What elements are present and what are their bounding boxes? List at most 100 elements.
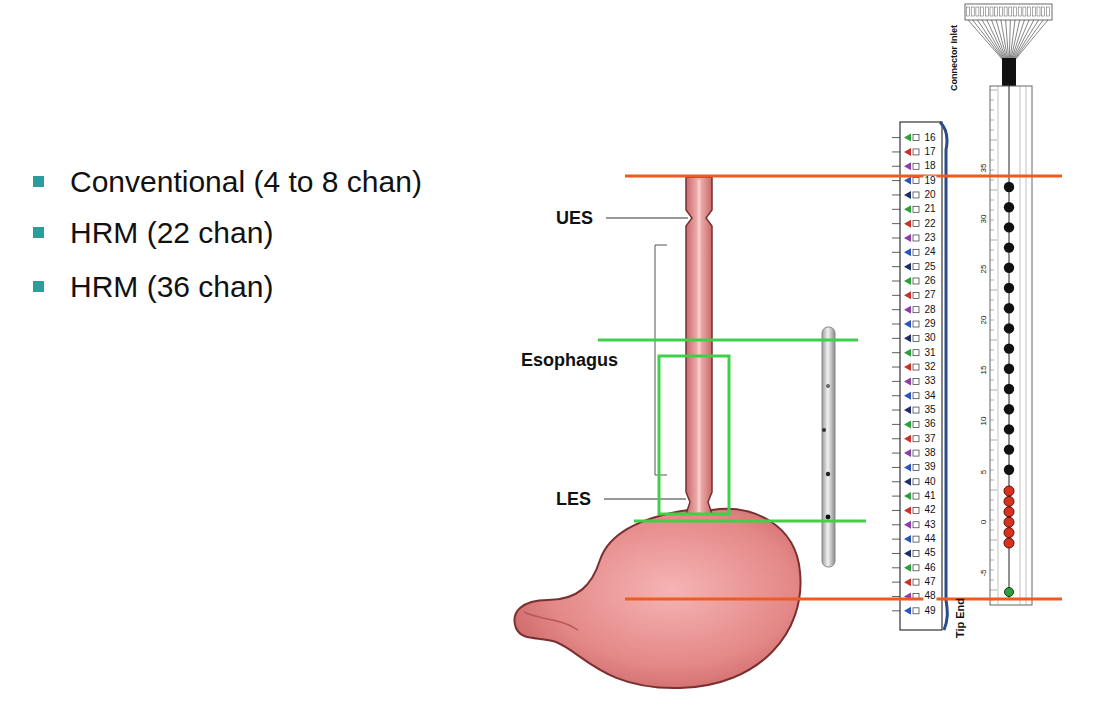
channel-square: [913, 163, 919, 169]
connector-pin: [1014, 7, 1017, 16]
row-tick: [892, 395, 900, 396]
channel-number: 32: [923, 362, 936, 373]
hrm36-probe: [990, 86, 1032, 605]
channel-number: 49: [923, 606, 936, 617]
channel-square: [913, 235, 919, 241]
scale-tick: [990, 260, 994, 261]
channel-square: [913, 450, 919, 456]
connector-stem: [1002, 58, 1016, 88]
channel-number: 34: [923, 390, 936, 401]
channel-markers: [892, 134, 919, 615]
channel-square: [913, 249, 919, 255]
scale-tick: [990, 160, 994, 161]
channel-number: 28: [923, 304, 936, 315]
scale-tick: [990, 540, 997, 541]
bullet-square: [33, 281, 44, 292]
channel-square: [913, 565, 919, 571]
connector-pin: [1046, 7, 1049, 16]
channel-square: [913, 321, 919, 327]
sensor-dot: [826, 472, 830, 476]
channel-number: 37: [923, 433, 936, 444]
scale-tick: [990, 280, 994, 281]
scale-tick: [990, 490, 997, 491]
channel-marker: [904, 463, 911, 471]
row-tick: [892, 610, 900, 611]
scale-tick: [990, 380, 994, 381]
channel-marker: [904, 578, 911, 586]
connector-pin: [1037, 7, 1040, 16]
row-tick: [892, 209, 900, 210]
channel-marker: [904, 492, 911, 500]
channel-marker: [904, 205, 911, 213]
channel-number: 42: [923, 505, 936, 516]
connector-pin: [1028, 7, 1031, 16]
part-name: LES: [556, 490, 591, 509]
row-tick: [892, 510, 900, 511]
scale-tick: [990, 370, 994, 371]
channel-square: [913, 178, 919, 184]
row-tick: [892, 410, 900, 411]
channel-marker: [904, 162, 911, 170]
scale-tick: [990, 240, 997, 241]
row-tick: [892, 324, 900, 325]
connector-pin: [999, 7, 1002, 16]
channel-square: [913, 407, 919, 413]
connector-wire: [1014, 20, 1039, 60]
row-tick: [892, 524, 900, 525]
connector-caption: Connector Inlet: [950, 25, 959, 91]
channel-number: 26: [923, 276, 936, 287]
scale-tick: [990, 180, 994, 181]
row-tick: [892, 237, 900, 238]
channel-marker: [904, 363, 911, 371]
connector-pin: [1042, 7, 1045, 16]
scale-number: 30: [980, 213, 988, 224]
channel-number: 41: [923, 491, 936, 502]
scale-tick: [990, 450, 994, 451]
row-tick: [892, 151, 900, 152]
connector-block: [965, 4, 1052, 20]
scale-tick: [990, 150, 994, 151]
scale-tick: [990, 170, 994, 171]
row-tick: [892, 539, 900, 540]
channel-square: [913, 522, 919, 528]
scale-tick: [990, 390, 997, 391]
scale-tick: [990, 340, 997, 341]
connector-pin: [967, 7, 970, 16]
channel-number: 30: [923, 333, 936, 344]
scale-tick: [990, 330, 994, 331]
row-tick: [892, 266, 900, 267]
channel-square: [913, 479, 919, 485]
bullet-text: HRM (22 chan): [70, 217, 273, 249]
channel-marker: [904, 564, 911, 572]
channel-marker: [904, 220, 911, 228]
channel-marker: [904, 320, 911, 328]
channel-marker: [904, 506, 911, 514]
channel-marker: [904, 392, 911, 400]
channel-square: [913, 493, 919, 499]
channel-square: [913, 378, 919, 384]
channel-marker: [904, 377, 911, 385]
channel-marker: [904, 234, 911, 242]
focus-box: [659, 356, 729, 514]
channel-square: [913, 436, 919, 442]
channel-square: [913, 307, 919, 313]
connector-wire: [1011, 20, 1024, 60]
channel-marker: [904, 435, 911, 443]
sensor-dot: [1004, 384, 1014, 394]
connector-pin: [981, 7, 984, 16]
connector-pin: [1018, 7, 1021, 16]
row-tick: [892, 453, 900, 454]
sensor-dot: [826, 515, 831, 520]
channel-marker: [904, 148, 911, 156]
channel-square: [913, 206, 919, 212]
channel-marker: [904, 420, 911, 428]
channel-square: [913, 421, 919, 427]
channel-number: 19: [923, 175, 936, 186]
scale-tick: [990, 410, 994, 411]
row-tick: [892, 582, 900, 583]
channel-marker: [904, 349, 911, 357]
row-tick: [892, 496, 900, 497]
scale-number: 20: [980, 314, 988, 325]
connector-wire: [1013, 20, 1034, 60]
sensor-dot: [1004, 263, 1014, 273]
